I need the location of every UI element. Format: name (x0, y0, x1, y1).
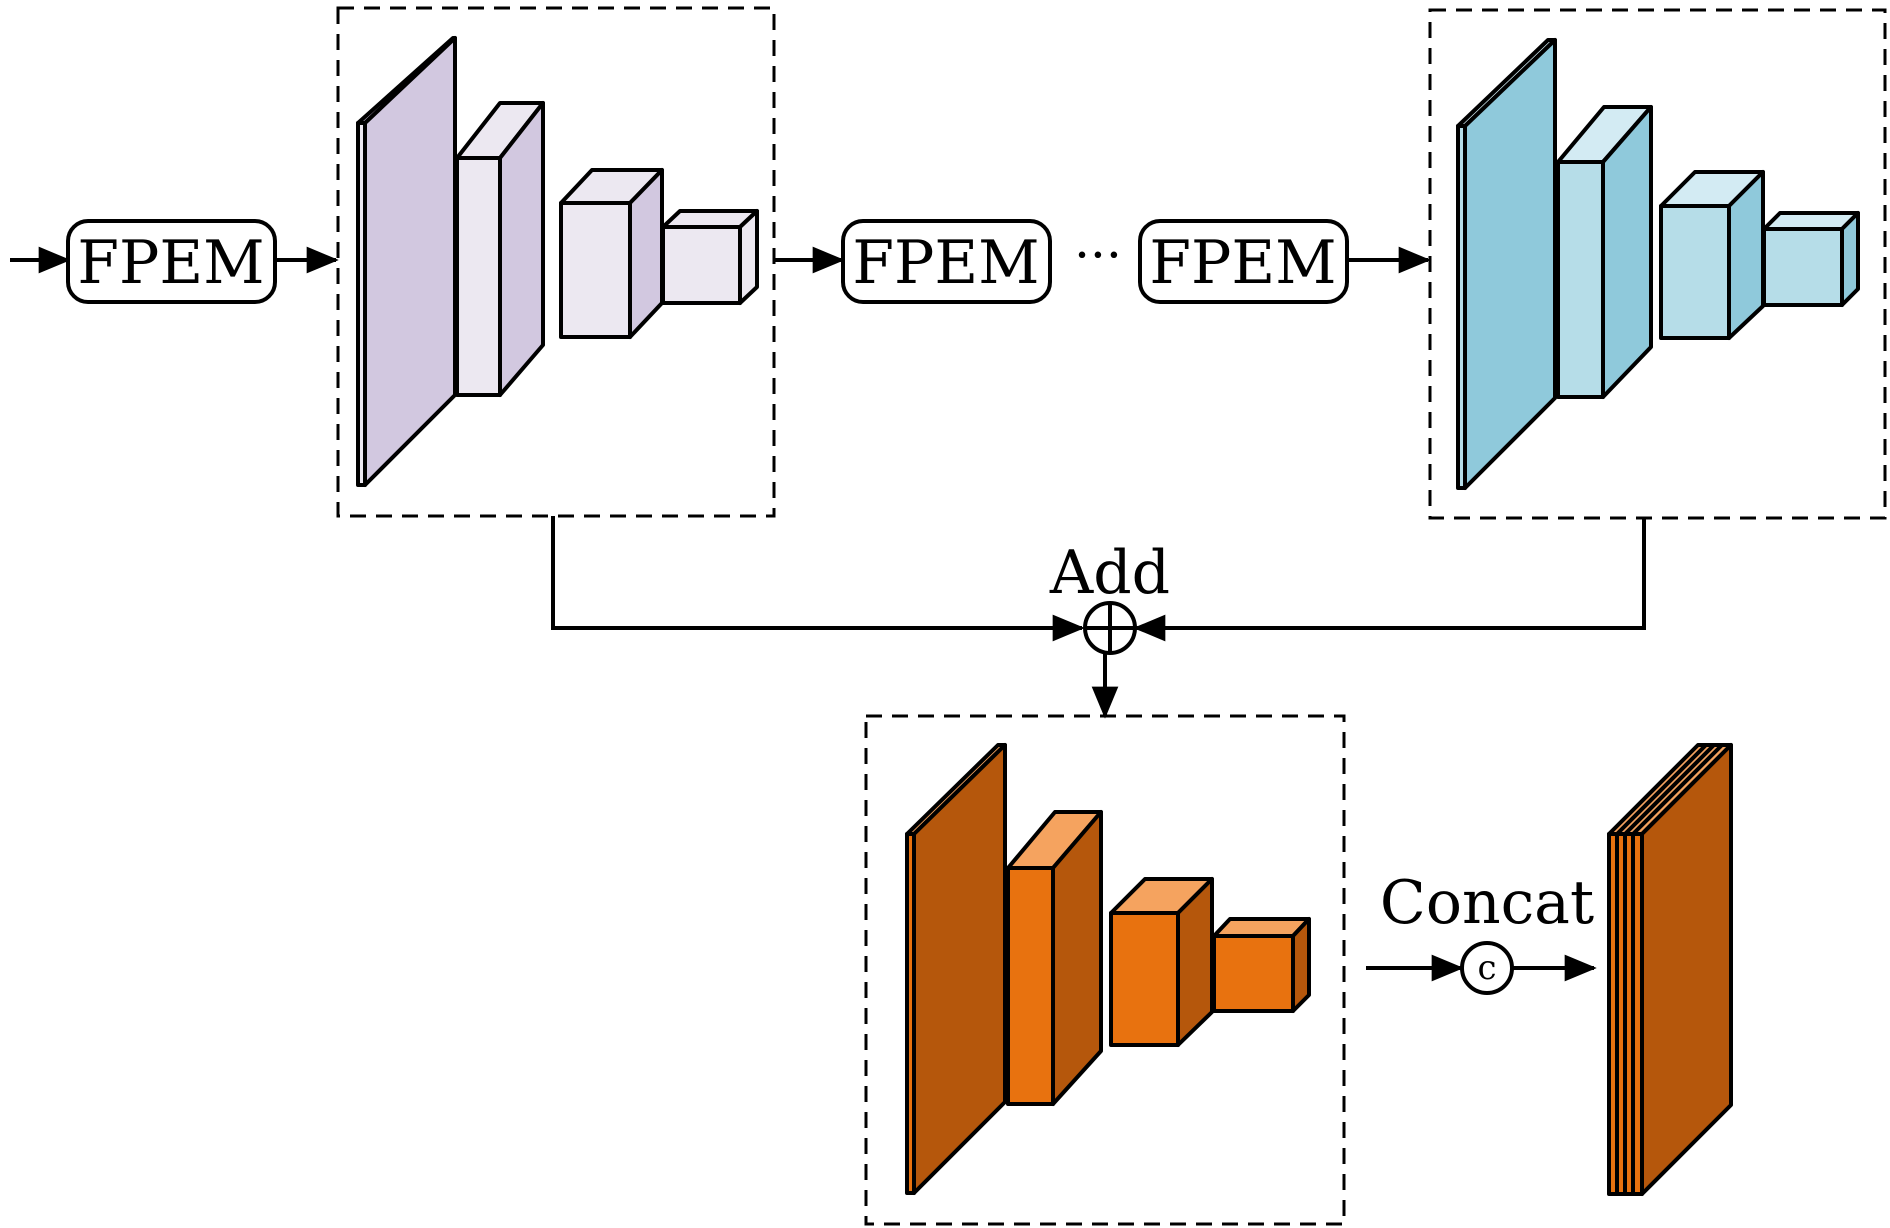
pyramid1-layer1-front (356, 121, 367, 487)
fpem-label-2: FPEM (852, 228, 1039, 298)
pyramid-frame-3 (864, 714, 1346, 1226)
pyramid1-layer4-front (661, 225, 742, 305)
concat-label: Concat (1380, 868, 1594, 938)
pyramid1-layer2-front (455, 156, 502, 397)
pyramid2-to-add-connector (1133, 518, 1646, 642)
add-label: Add (1049, 538, 1170, 608)
concat-symbol-letter: c (1477, 948, 1496, 988)
pyramid-frame-2 (1428, 8, 1887, 520)
pyramid3-layer3-front (1109, 911, 1180, 1047)
feature-pyramid-2 (1456, 38, 1860, 490)
concat-stack-side (1640, 743, 1733, 1196)
pyramid3-layer1-front (905, 832, 916, 1195)
pyramid1-layer4-side (738, 209, 759, 305)
pyramid2-layer4-side (1840, 211, 1860, 307)
concat-symbol: c (1460, 941, 1514, 995)
ellipsis: ··· (1074, 226, 1122, 284)
add-symbol (1083, 601, 1137, 655)
concatenated-feature-map (1607, 743, 1733, 1196)
pyramid2-layer4-front (1762, 227, 1844, 307)
pyramid2-layer3-front (1659, 204, 1731, 340)
pyramid3-layer2-front (1006, 866, 1055, 1106)
fused-feature-pyramid (905, 743, 1311, 1195)
fpem-label-n: FPEM (1149, 228, 1336, 298)
fpem-box-1: FPEM (66, 219, 277, 304)
pyramid1-to-add-connector (551, 516, 1085, 642)
pyramid1-layer2-side (498, 101, 545, 397)
pyramid2-layer1-front (1456, 124, 1467, 490)
fpem-box-n: FPEM (1138, 219, 1349, 304)
pyramid1-layer3-front (559, 201, 632, 339)
pyramid3-layer4-front (1212, 934, 1295, 1013)
pyramid2-layer2-front (1556, 160, 1605, 399)
fpem-label-1: FPEM (77, 228, 264, 298)
fpem-box-2: FPEM (841, 219, 1052, 304)
feature-pyramid-1 (356, 36, 759, 487)
pyramid3-layer4-side (1291, 917, 1311, 1013)
